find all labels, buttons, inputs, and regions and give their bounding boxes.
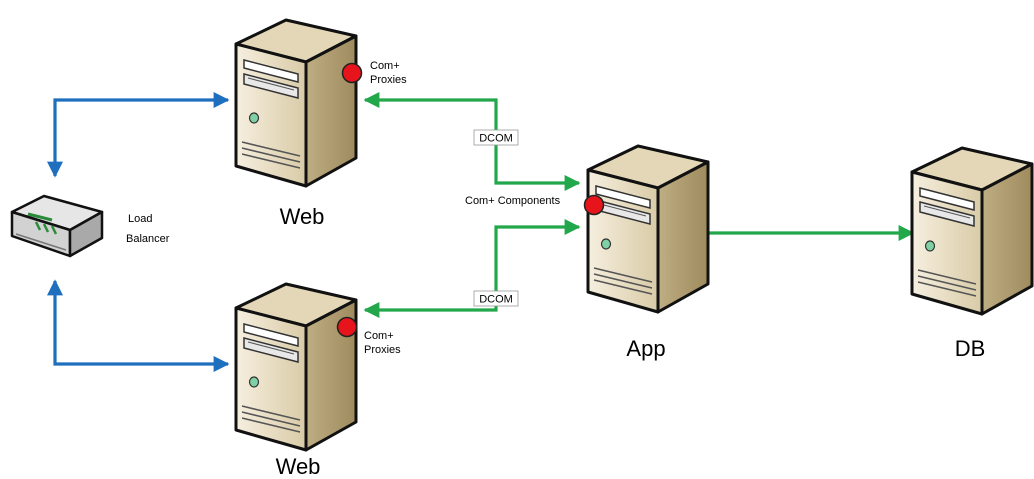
dcom-top-label: DCOM [479, 133, 513, 145]
load-balancer-icon [10, 194, 104, 258]
lb-to-web-top-link [47, 92, 230, 178]
server-icon [234, 282, 358, 452]
lb-to-web-bottom-link [47, 279, 230, 372]
server-icon [586, 144, 710, 314]
com-proxy-badge-icon [336, 316, 358, 338]
dcom-top-link [363, 92, 581, 191]
com-proxies-label: Com+ Proxies [364, 330, 401, 356]
dcom-bottom-label: DCOM [479, 294, 513, 306]
lb-links [47, 92, 230, 372]
load-balancer-label: Load Balancer [126, 213, 170, 245]
load-balancer: Load Balancer [10, 194, 170, 258]
com-proxy-badge-icon [341, 62, 363, 84]
dcom-top-tag: DCOM [473, 129, 519, 146]
com-components-label: Com+ Components [465, 195, 561, 207]
db-label: DB [955, 336, 986, 361]
web-top-label: Web [280, 204, 325, 229]
app-label: App [626, 336, 665, 361]
server-icon [234, 18, 358, 188]
com-proxies-label: Com+ Proxies [370, 60, 407, 86]
dcom-bottom-link [363, 219, 581, 318]
server-icon [910, 146, 1034, 316]
web-server-top: Com+ Proxies Web [234, 18, 407, 229]
web-bottom-label: Web [276, 454, 321, 479]
db-server: DB [910, 146, 1034, 361]
app-server: Com+ Components App [465, 144, 710, 361]
dcom-bottom-tag: DCOM [473, 290, 519, 307]
com-components-badge-icon [583, 194, 605, 216]
web-server-bottom: Com+ Proxies Web [234, 282, 401, 479]
